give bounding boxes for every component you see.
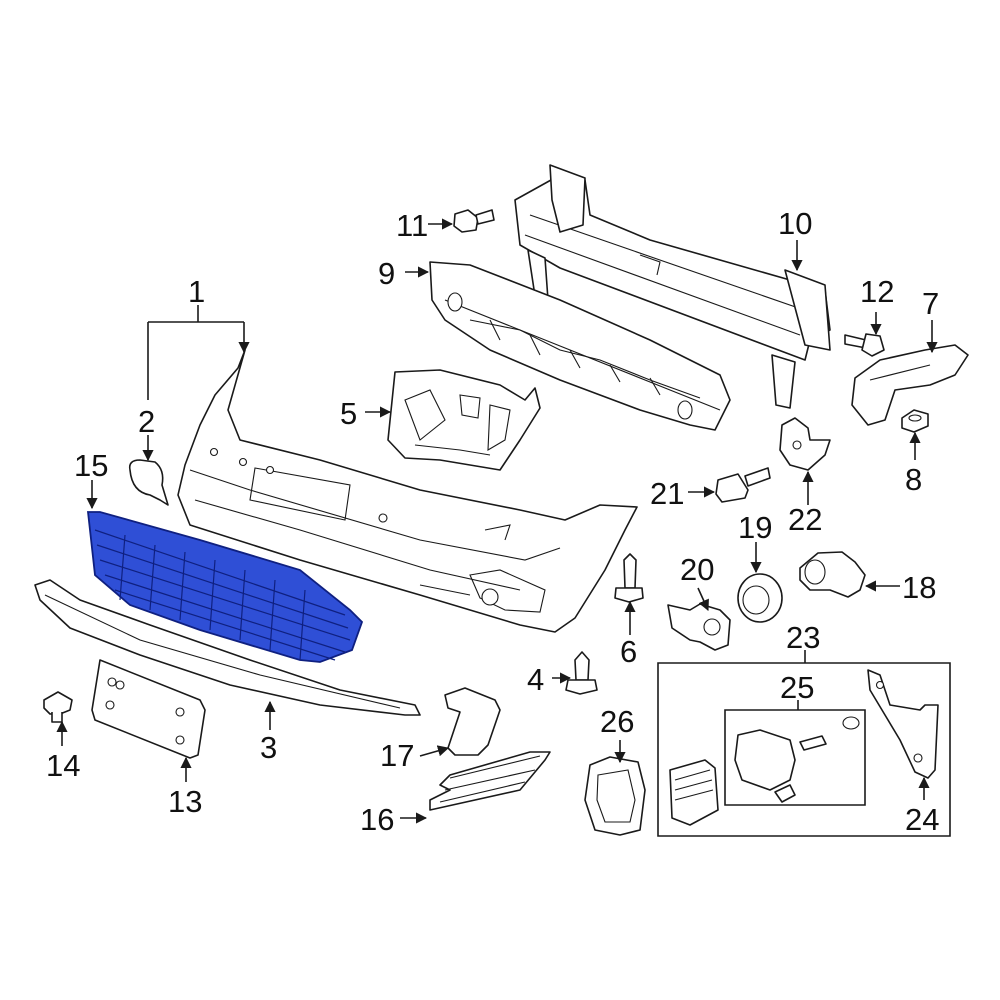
callout-4: 4: [527, 662, 544, 697]
callout-25: 25: [780, 670, 814, 705]
leader-lines: [56, 218, 938, 824]
callout-8: 8: [905, 462, 922, 497]
callout-23: 23: [786, 620, 820, 655]
part-group-23-box: [657, 662, 951, 837]
part-group-25-box: [724, 709, 866, 806]
side-bracket[interactable]: [851, 344, 969, 426]
license-plate-bracket[interactable]: [91, 659, 206, 759]
callout-11: 11: [396, 208, 428, 243]
tow-hook-cap[interactable]: [128, 459, 169, 506]
side-grille[interactable]: [429, 751, 551, 811]
callout-labels: 1 2 15 3 4 5 6 7 8 9 10 11 12 13 14 16 1…: [46, 206, 939, 837]
lower-grille-slats: [94, 529, 351, 661]
callout-3: 3: [260, 730, 277, 765]
lower-spoiler[interactable]: [34, 579, 421, 716]
callout-1: 1: [188, 274, 205, 309]
callout-2: 2: [138, 404, 155, 439]
trim-frame[interactable]: [584, 756, 646, 836]
bolt-12[interactable]: [844, 333, 885, 357]
bumper-bracket[interactable]: [387, 369, 541, 471]
callout-24: 24: [905, 802, 939, 837]
push-clip[interactable]: [43, 691, 73, 723]
adaptive-cruise-sensor[interactable]: [734, 716, 860, 803]
bumper-cover[interactable]: [177, 349, 638, 633]
fog-lamp-bracket[interactable]: [444, 687, 501, 756]
callout-14: 14: [46, 748, 80, 783]
reinforcement-bar[interactable]: [514, 164, 831, 409]
energy-absorber[interactable]: [429, 261, 731, 431]
lower-grille-highlighted[interactable]: [86, 511, 364, 663]
bolt-11[interactable]: [453, 209, 495, 233]
callout-20: 20: [680, 552, 714, 587]
callout-13: 13: [168, 784, 202, 819]
callout-17: 17: [380, 738, 414, 773]
callout-22: 22: [788, 502, 822, 537]
temperature-sensor[interactable]: [715, 467, 771, 503]
callout-10: 10: [778, 206, 812, 241]
callout-7: 7: [922, 286, 939, 321]
sensor-holder[interactable]: [667, 603, 731, 651]
callout-26: 26: [600, 704, 634, 739]
callout-21: 21: [650, 476, 684, 511]
callout-6: 6: [620, 634, 637, 669]
callout-9: 9: [378, 256, 395, 291]
callout-18: 18: [902, 570, 936, 605]
screw-6[interactable]: [614, 553, 644, 603]
callout-16: 16: [360, 802, 394, 837]
control-module[interactable]: [669, 759, 719, 826]
callout-15: 15: [74, 448, 108, 483]
sensor-bracket[interactable]: [779, 417, 831, 471]
callout-12: 12: [860, 274, 894, 309]
nut-8[interactable]: [901, 409, 929, 433]
parking-sensor[interactable]: [799, 551, 866, 598]
screw-4[interactable]: [565, 651, 598, 695]
callout-5: 5: [340, 396, 357, 431]
bracket-24[interactable]: [867, 669, 939, 779]
callout-19: 19: [738, 510, 772, 545]
sensor-ring[interactable]: [737, 573, 783, 623]
